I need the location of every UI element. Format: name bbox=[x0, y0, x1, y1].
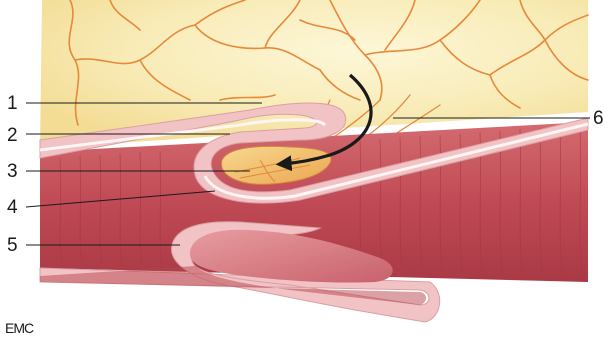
publisher-credit: EMC bbox=[5, 320, 34, 336]
callout-3: 3 bbox=[7, 161, 18, 182]
callout-2: 2 bbox=[7, 125, 18, 146]
callout-4: 4 bbox=[7, 197, 18, 218]
callout-5: 5 bbox=[7, 235, 18, 256]
callout-6: 6 bbox=[593, 108, 604, 129]
callout-1: 1 bbox=[7, 93, 18, 114]
